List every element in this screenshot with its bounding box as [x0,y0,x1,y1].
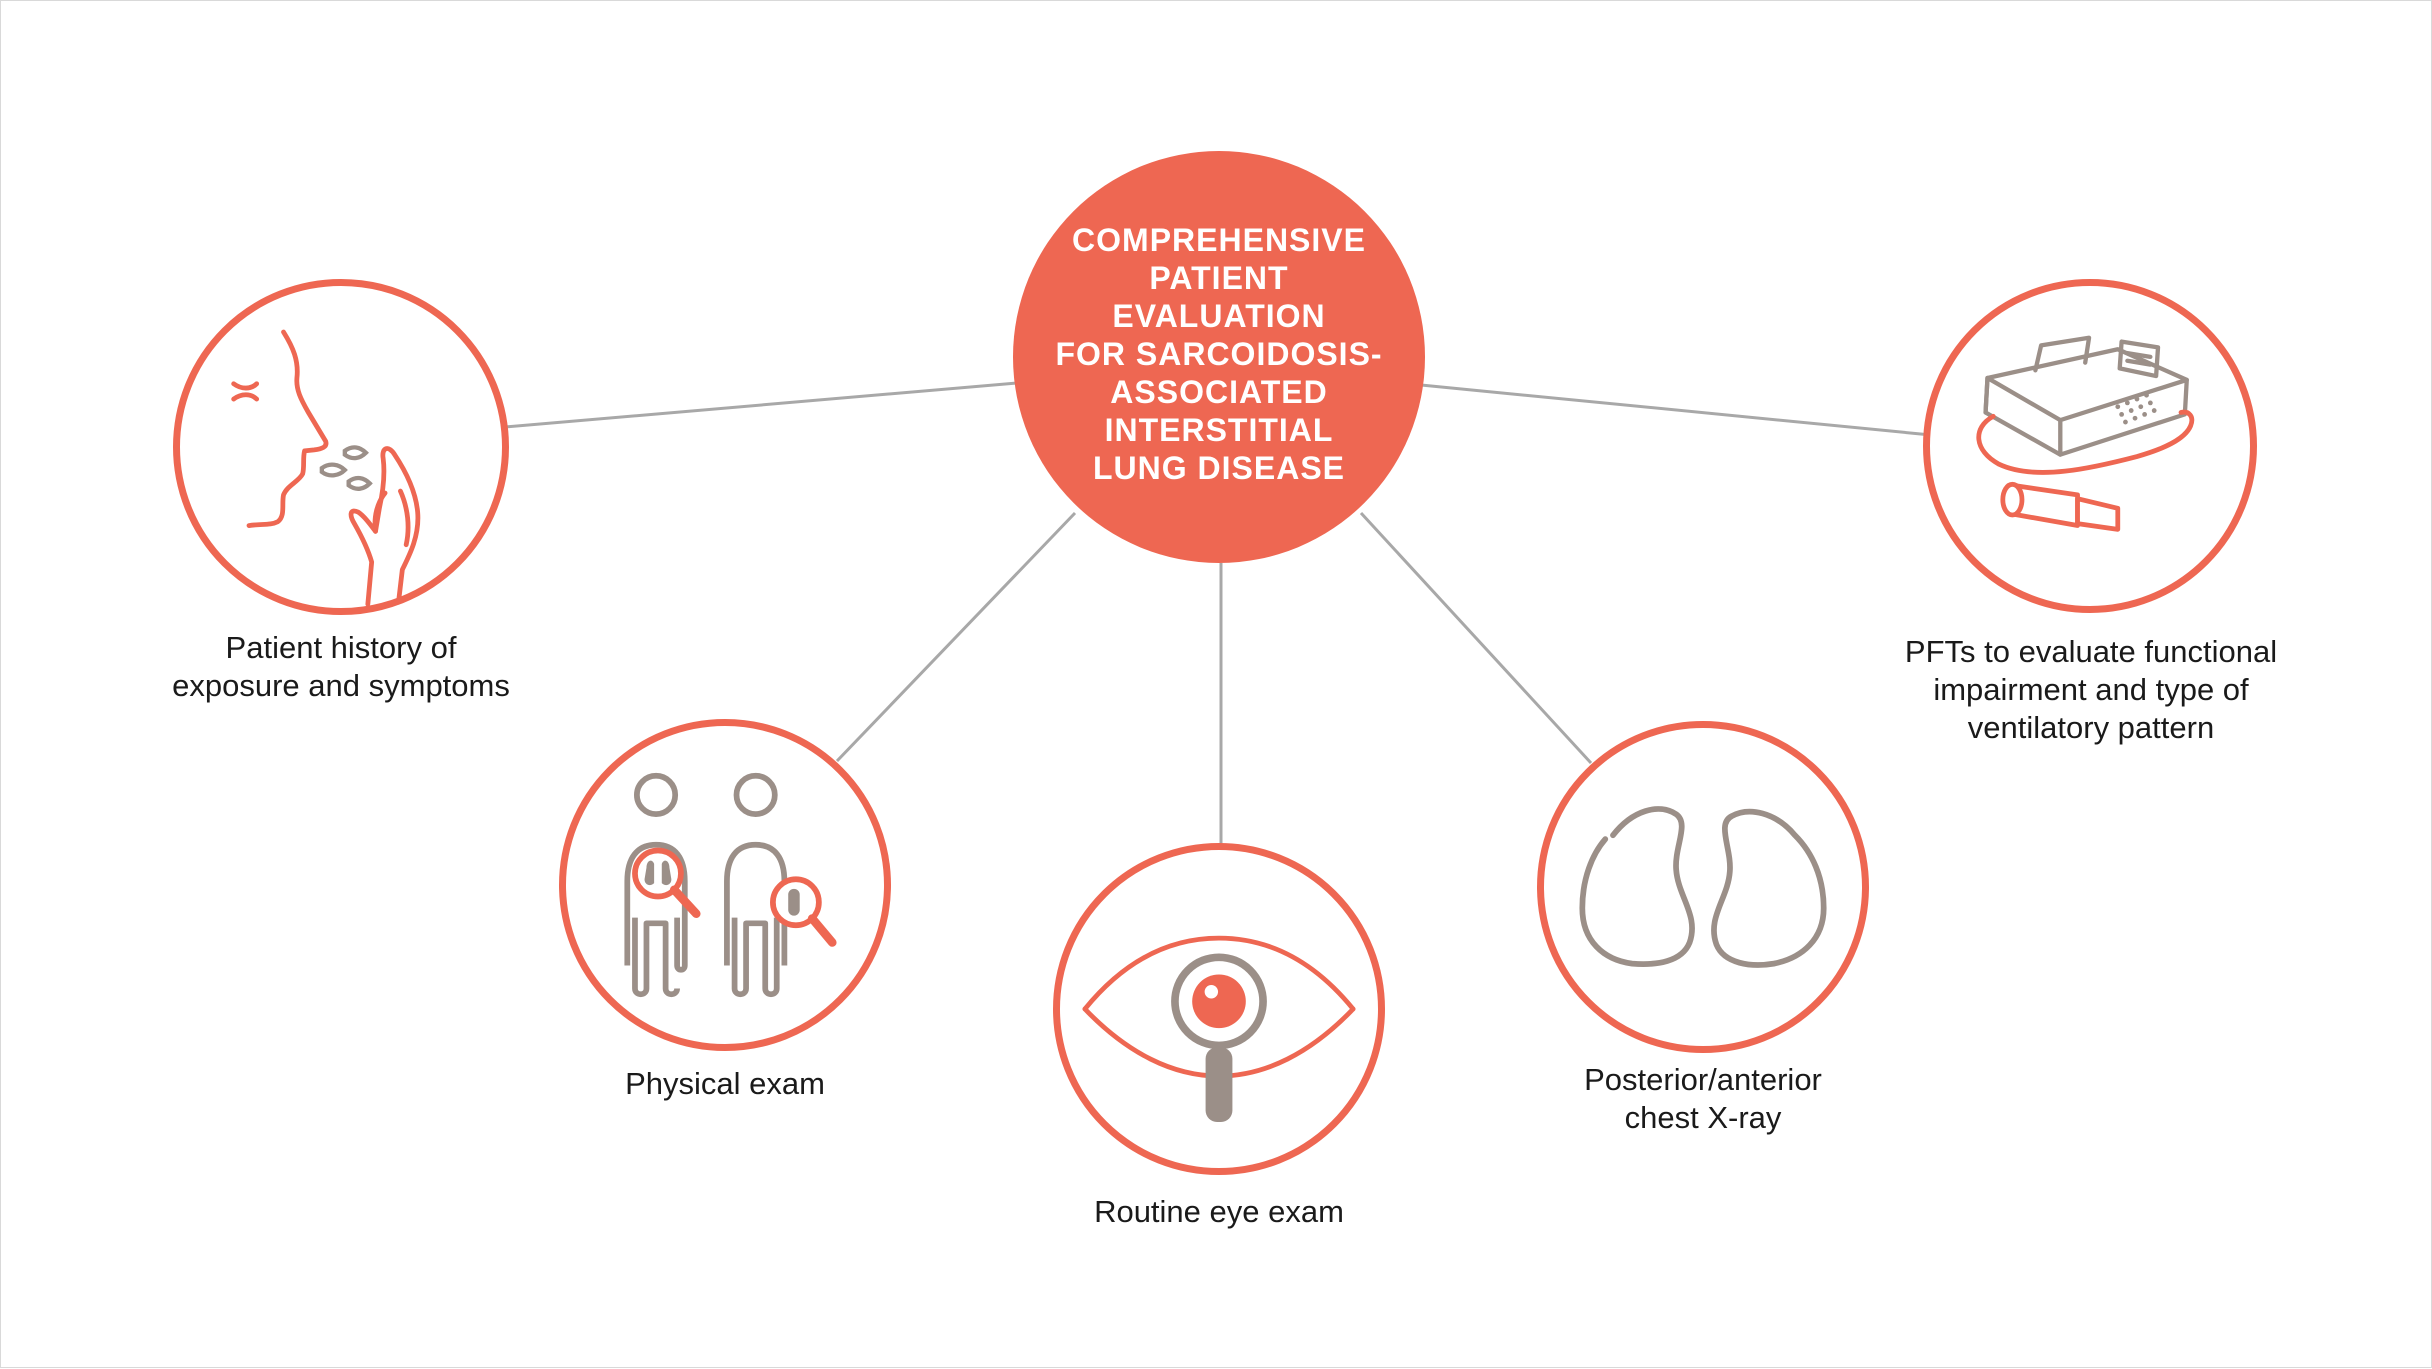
label-line: PFTs to evaluate functional [1904,634,2278,669]
lungs-outline-icon [1579,806,1827,968]
label-line: ventilatory pattern [1967,710,2215,745]
center-title-line: PATIENT [1149,260,1289,296]
label-line: chest X-ray [1624,1100,1782,1135]
label-history: Patient history of exposure and symptoms [141,629,541,705]
label-line: impairment and type of [1933,672,2249,707]
spirometer-icon [1976,335,2195,532]
connector-xray [1359,511,1593,765]
center-title-line: INTERSTITIAL [1104,412,1334,448]
node-eye [1053,843,1385,1175]
node-physical [559,719,891,1051]
center-title-line: LUNG DISEASE [1092,450,1346,486]
center-title-line: ASSOCIATED [1110,374,1328,410]
eye-magnifier-icon [1082,935,1356,1123]
center-title-line: EVALUATION [1112,298,1326,334]
people-magnifier-icon [624,772,837,998]
label-line: Patient history of [225,630,457,665]
label-pft: PFTs to evaluate functional impairment a… [1861,633,2321,747]
center-title-line: COMPREHENSIVE [1072,222,1366,258]
node-xray [1537,721,1869,1053]
center-title: COMPREHENSIVE PATIENT EVALUATION FOR SAR… [1029,221,1409,487]
label-xray: Posterior/anterior chest X-ray [1503,1061,1903,1137]
label-line: Posterior/anterior [1584,1062,1822,1097]
node-history [173,279,509,615]
connector-history [504,381,1018,429]
connector-physical [835,511,1077,763]
node-pft [1923,279,2257,613]
label-line: Physical exam [625,1066,825,1101]
label-eye: Routine eye exam [1019,1193,1419,1231]
center-node: COMPREHENSIVE PATIENT EVALUATION FOR SAR… [1013,151,1425,563]
center-title-line: FOR SARCOIDOSIS- [1055,336,1383,372]
face-cough-icon [231,329,421,607]
label-line: Routine eye exam [1094,1194,1344,1229]
label-physical: Physical exam [525,1065,925,1103]
label-line: exposure and symptoms [172,668,510,703]
connector-pft [1420,383,1932,437]
